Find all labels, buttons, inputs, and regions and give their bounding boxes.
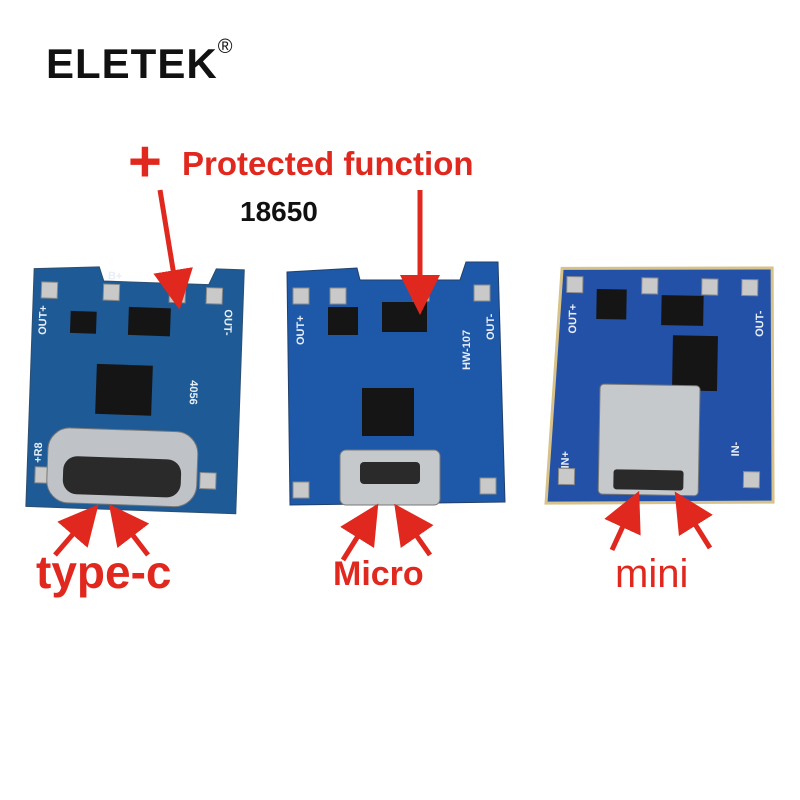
battery-type-label: 18650: [240, 196, 318, 227]
silk-bplus: B+: [108, 270, 123, 282]
silk-outplus: OUT+: [37, 305, 50, 335]
silk-inplus: IN+: [560, 451, 572, 469]
plus-sign: +: [128, 129, 162, 194]
typec-label: type-c: [36, 546, 172, 598]
silk-outminus: OUT-: [485, 313, 497, 340]
mini-label: mini: [615, 552, 689, 596]
silk-outminus: OUT-: [754, 310, 766, 337]
board-typec: B+ B- OUT+ OUT- 4056 +R8: [25, 266, 245, 515]
brand-logo: ELETEK®: [46, 36, 233, 88]
silk-outplus: OUT+: [567, 304, 580, 334]
silk-4056: 4056: [187, 380, 200, 405]
silk-outminus: OUT-: [221, 309, 234, 336]
board-mini: OUT+ OUT- IN+ IN-: [544, 266, 775, 505]
silk-inminus: IN-: [730, 441, 742, 456]
silk-outplus: OUT+: [295, 315, 307, 345]
board-micro: OUT+ OUT- HW-107: [286, 261, 506, 506]
micro-label: Micro: [333, 555, 424, 593]
protected-function-label: Protected function: [182, 145, 474, 182]
brand-name: ELETEK: [46, 40, 218, 87]
arrows: [53, 189, 713, 562]
silk-hw107: HW-107: [461, 330, 473, 370]
silk-r8: +R8: [32, 442, 45, 463]
registered-mark: ®: [217, 36, 234, 58]
